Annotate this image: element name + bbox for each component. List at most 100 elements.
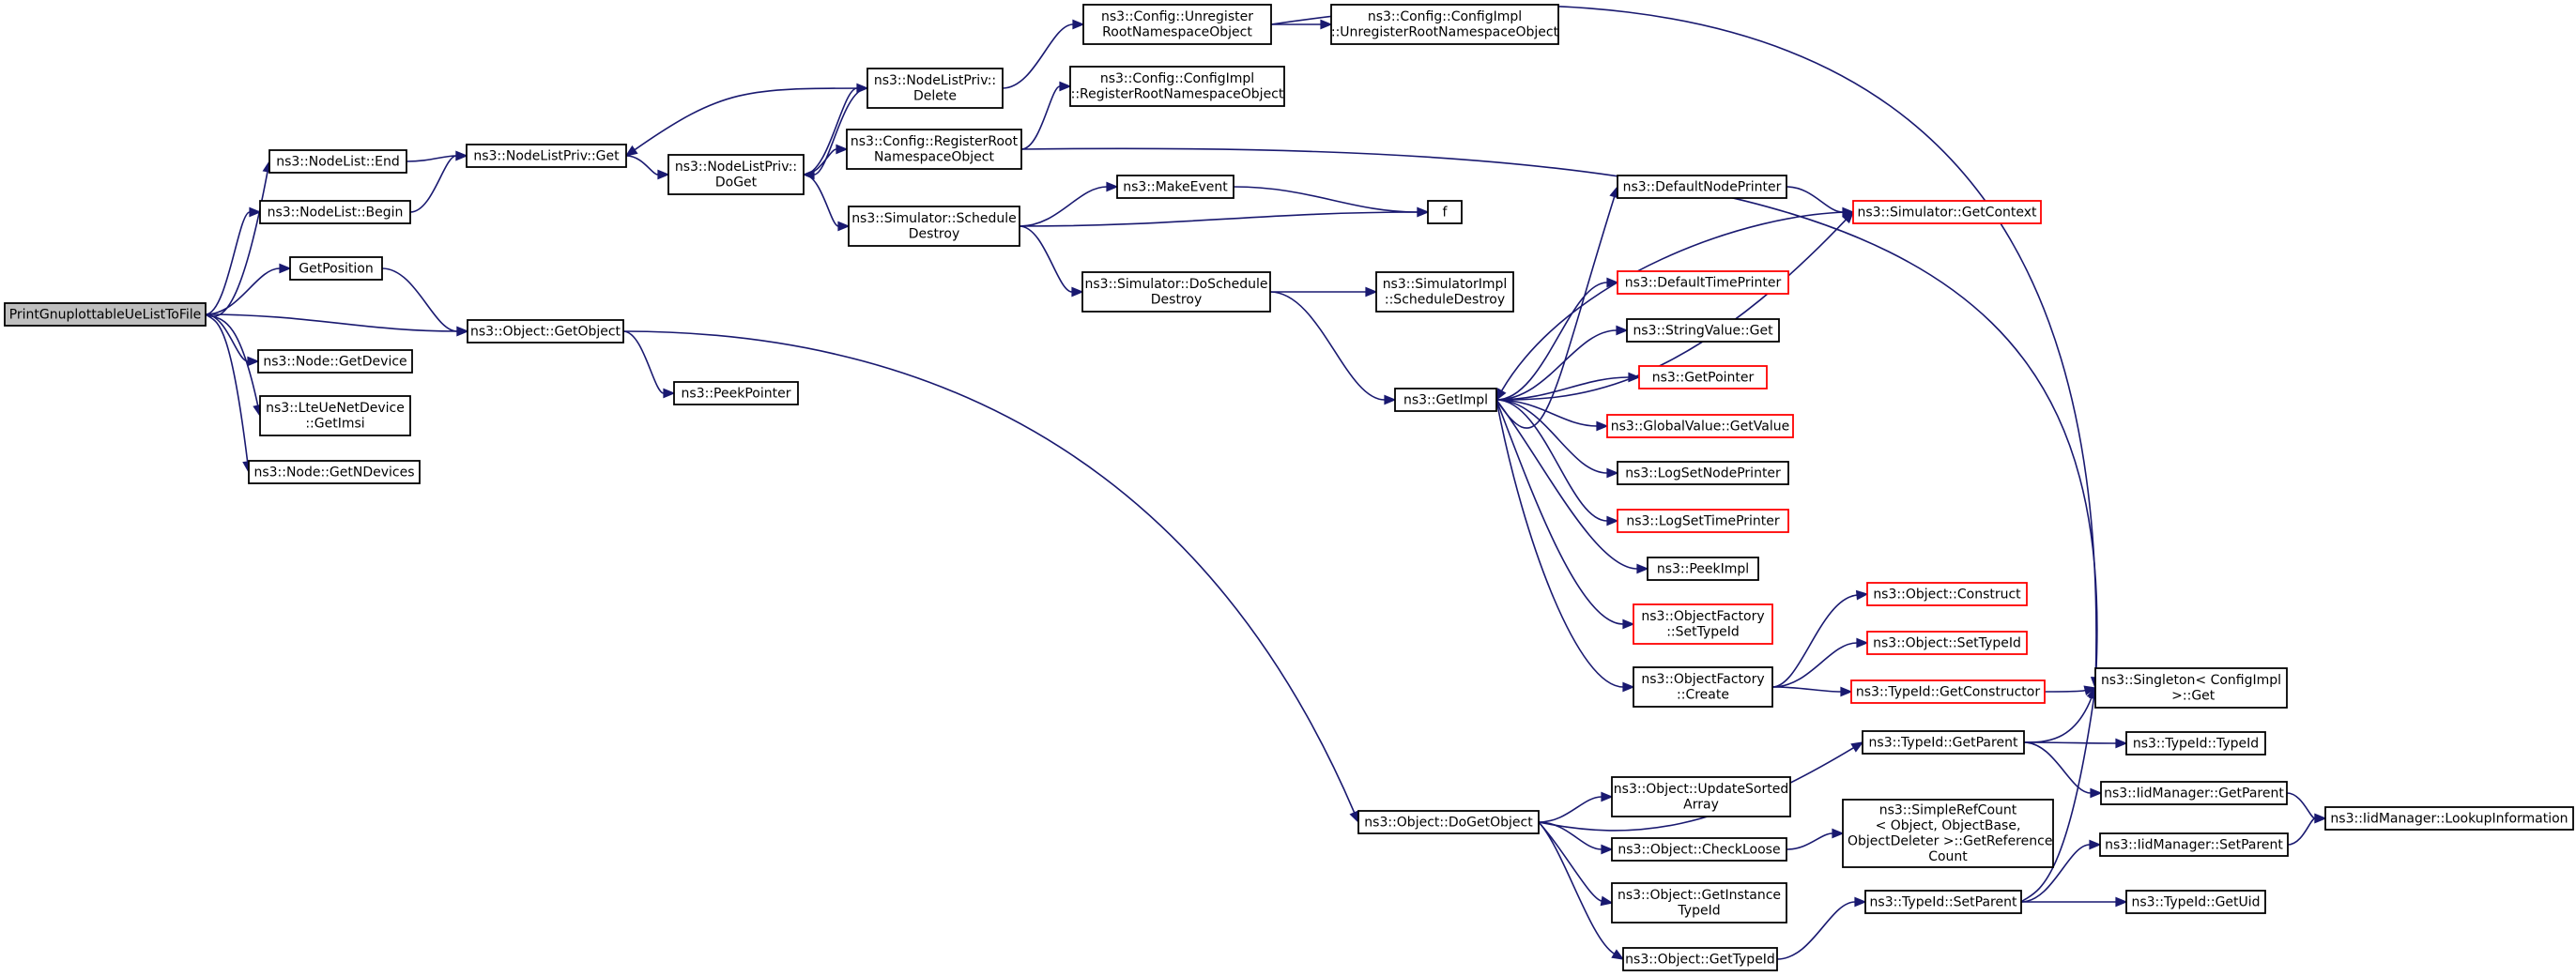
node-label: ns3::LteUeNetDevice [266, 401, 405, 416]
node-obj-gettypeid[interactable]: ns3::Object::GetTypeId [1622, 947, 1778, 971]
node-dogetobject[interactable]: ns3::Object::DoGetObject [1357, 810, 1540, 834]
node-label: ns3::IidManager::GetParent [2104, 786, 2284, 801]
node-label: ns3::SimpleRefCount [1879, 803, 2017, 818]
call-edge [1771, 686, 1853, 697]
node-cimpl-unreg[interactable]: ns3::Config::ConfigImpl::UnregisterRootN… [1330, 4, 1559, 45]
node-tid-getctor[interactable]: ns3::TypeId::GetConstructor [1850, 679, 2046, 704]
node-label: ns3::SimulatorImpl [1383, 277, 1508, 292]
node-sched-destroy[interactable]: ns3::Simulator::ScheduleDestroy [848, 206, 1020, 247]
node-label: ns3::NodeList::End [276, 154, 400, 169]
node-singleton[interactable]: ns3::Singleton< ConfigImpl >::Get [2094, 667, 2288, 709]
node-label: ns3::IidManager::SetParent [2105, 837, 2283, 852]
node-defnodeprinter[interactable]: ns3::DefaultNodePrinter [1617, 175, 1787, 199]
node-label: Array [1683, 798, 1719, 813]
node-unreg[interactable]: ns3::Config::UnregisterRootNamespaceObje… [1082, 4, 1272, 45]
node-label: ::Create [1677, 688, 1729, 703]
node-make-event[interactable]: ns3::MakeEvent [1116, 175, 1234, 199]
call-edge [1538, 791, 1614, 823]
node-simimpl-sd[interactable]: ns3::SimulatorImpl::ScheduleDestroy [1375, 271, 1514, 313]
node-label: ns3::TypeId::SetParent [1870, 894, 2017, 909]
node-of-settypeid[interactable]: ns3::ObjectFactory::SetTypeId [1633, 603, 1773, 645]
call-edge [205, 313, 263, 418]
node-label: ns3::Object::UpdateSorted [1614, 782, 1788, 797]
node-nlp-delete[interactable]: ns3::NodeListPriv::Delete [866, 68, 1004, 109]
node-strval-get[interactable]: ns3::StringValue::Get [1626, 318, 1780, 343]
node-tid-getuid[interactable]: ns3::TypeId::GetUid [2125, 890, 2266, 914]
call-edge [1495, 399, 1649, 574]
call-edge [205, 263, 292, 315]
call-edge [1495, 399, 1635, 630]
node-label: ns3::Config::RegisterRoot [851, 134, 1019, 149]
node-tid-getparent[interactable]: ns3::TypeId::GetParent [1862, 730, 2025, 755]
call-edge [2044, 685, 2097, 696]
call-edge [622, 330, 676, 399]
call-edge [2023, 741, 2103, 799]
node-root[interactable]: PrintGnuplottableUeListToFile [4, 302, 207, 327]
node-nlp-doget[interactable]: ns3::NodeListPriv::DoGet [667, 154, 805, 195]
call-edge [1495, 399, 1619, 527]
node-getdev[interactable]: ns3::Node::GetDevice [257, 349, 413, 374]
node-label: ns3::NodeListPriv:: [874, 73, 996, 88]
node-logsettime[interactable]: ns3::LogSetTimePrinter [1617, 509, 1789, 533]
call-edge [624, 87, 868, 157]
node-nl-begin[interactable]: ns3::NodeList::Begin [259, 200, 411, 224]
call-edge [1020, 81, 1072, 150]
node-deftimeprinter[interactable]: ns3::DefaultTimePrinter [1617, 270, 1789, 295]
node-label: PrintGnuplottableUeListToFile [9, 307, 202, 322]
call-edge [205, 313, 253, 474]
node-reg[interactable]: ns3::Config::RegisterRootNamespaceObject [846, 129, 1022, 170]
node-iid-setparent[interactable]: ns3::IidManager::SetParent [2099, 832, 2289, 857]
node-tid-setparent[interactable]: ns3::TypeId::SetParent [1864, 890, 2022, 914]
node-tid-typeid[interactable]: ns3::TypeId::TypeId [2125, 731, 2266, 756]
node-getimsi[interactable]: ns3::LteUeNetDevice::GetImsi [259, 395, 411, 436]
node-nl-end[interactable]: ns3::NodeList::End [268, 149, 407, 174]
call-edge [381, 267, 469, 337]
node-simplerefcount[interactable]: ns3::SimpleRefCount< Object, ObjectBase,… [1842, 799, 2054, 868]
call-edge [802, 87, 868, 180]
call-edge [1786, 828, 1845, 850]
call-edge [1495, 185, 1619, 429]
call-edge [1495, 399, 1609, 432]
node-label: RootNamespaceObject [1102, 25, 1252, 40]
node-label: ::UnregisterRootNamespaceObject [1331, 25, 1559, 40]
call-edge [1002, 19, 1085, 89]
call-edge [2020, 839, 2102, 903]
node-checkloose[interactable]: ns3::Object::CheckLoose [1611, 837, 1787, 862]
node-peekimpl[interactable]: ns3::PeekImpl [1647, 557, 1759, 581]
node-label: TypeId [1677, 904, 1720, 919]
call-edge [409, 150, 468, 213]
node-nlp-get[interactable]: ns3::NodeListPriv::Get [466, 144, 627, 168]
call-edge [1233, 186, 1430, 218]
node-of-create[interactable]: ns3::ObjectFactory::Create [1633, 666, 1773, 708]
call-edge [1020, 147, 2101, 690]
call-edge [1019, 225, 1084, 298]
node-label: ns3::NodeListPriv::Get [473, 148, 620, 163]
node-getobj[interactable]: ns3::Object::GetObject [467, 319, 624, 343]
node-label: Destroy [909, 227, 959, 242]
node-iid-getparent[interactable]: ns3::IidManager::GetParent [2100, 781, 2288, 805]
node-label: ns3::Node::GetNDevices [253, 465, 414, 480]
call-edge [1538, 741, 1864, 832]
node-obj-settypeid[interactable]: ns3::Object::SetTypeId [1866, 631, 2028, 655]
node-obj-construct[interactable]: ns3::Object::Construct [1866, 582, 2028, 606]
node-label: ns3::Simulator::Schedule [851, 211, 1017, 226]
node-cimpl-reg[interactable]: ns3::Config::ConfigImpl::RegisterRootNam… [1069, 66, 1285, 107]
call-edge [205, 206, 262, 315]
node-label: ns3::PeekImpl [1657, 561, 1749, 576]
node-getpointer[interactable]: ns3::GetPointer [1638, 365, 1768, 389]
node-getimpl[interactable]: ns3::GetImpl [1394, 388, 1497, 412]
node-sim-getcontext[interactable]: ns3::Simulator::GetContext [1852, 200, 2042, 224]
node-iid-lookup[interactable]: ns3::IidManager::LookupInformation [2324, 806, 2574, 831]
node-getpos[interactable]: GetPosition [289, 256, 383, 281]
node-f[interactable]: f [1427, 200, 1463, 224]
node-peekpointer[interactable]: ns3::PeekPointer [673, 381, 799, 405]
node-logsetnode[interactable]: ns3::LogSetNodePrinter [1617, 461, 1789, 485]
node-getndev[interactable]: ns3::Node::GetNDevices [248, 460, 421, 484]
node-label: ns3::Config::Unregister [1101, 9, 1253, 24]
node-label: ns3::GetImpl [1403, 392, 1488, 407]
node-gv-getvalue[interactable]: ns3::GlobalValue::GetValue [1606, 414, 1794, 438]
call-edge [625, 155, 670, 180]
